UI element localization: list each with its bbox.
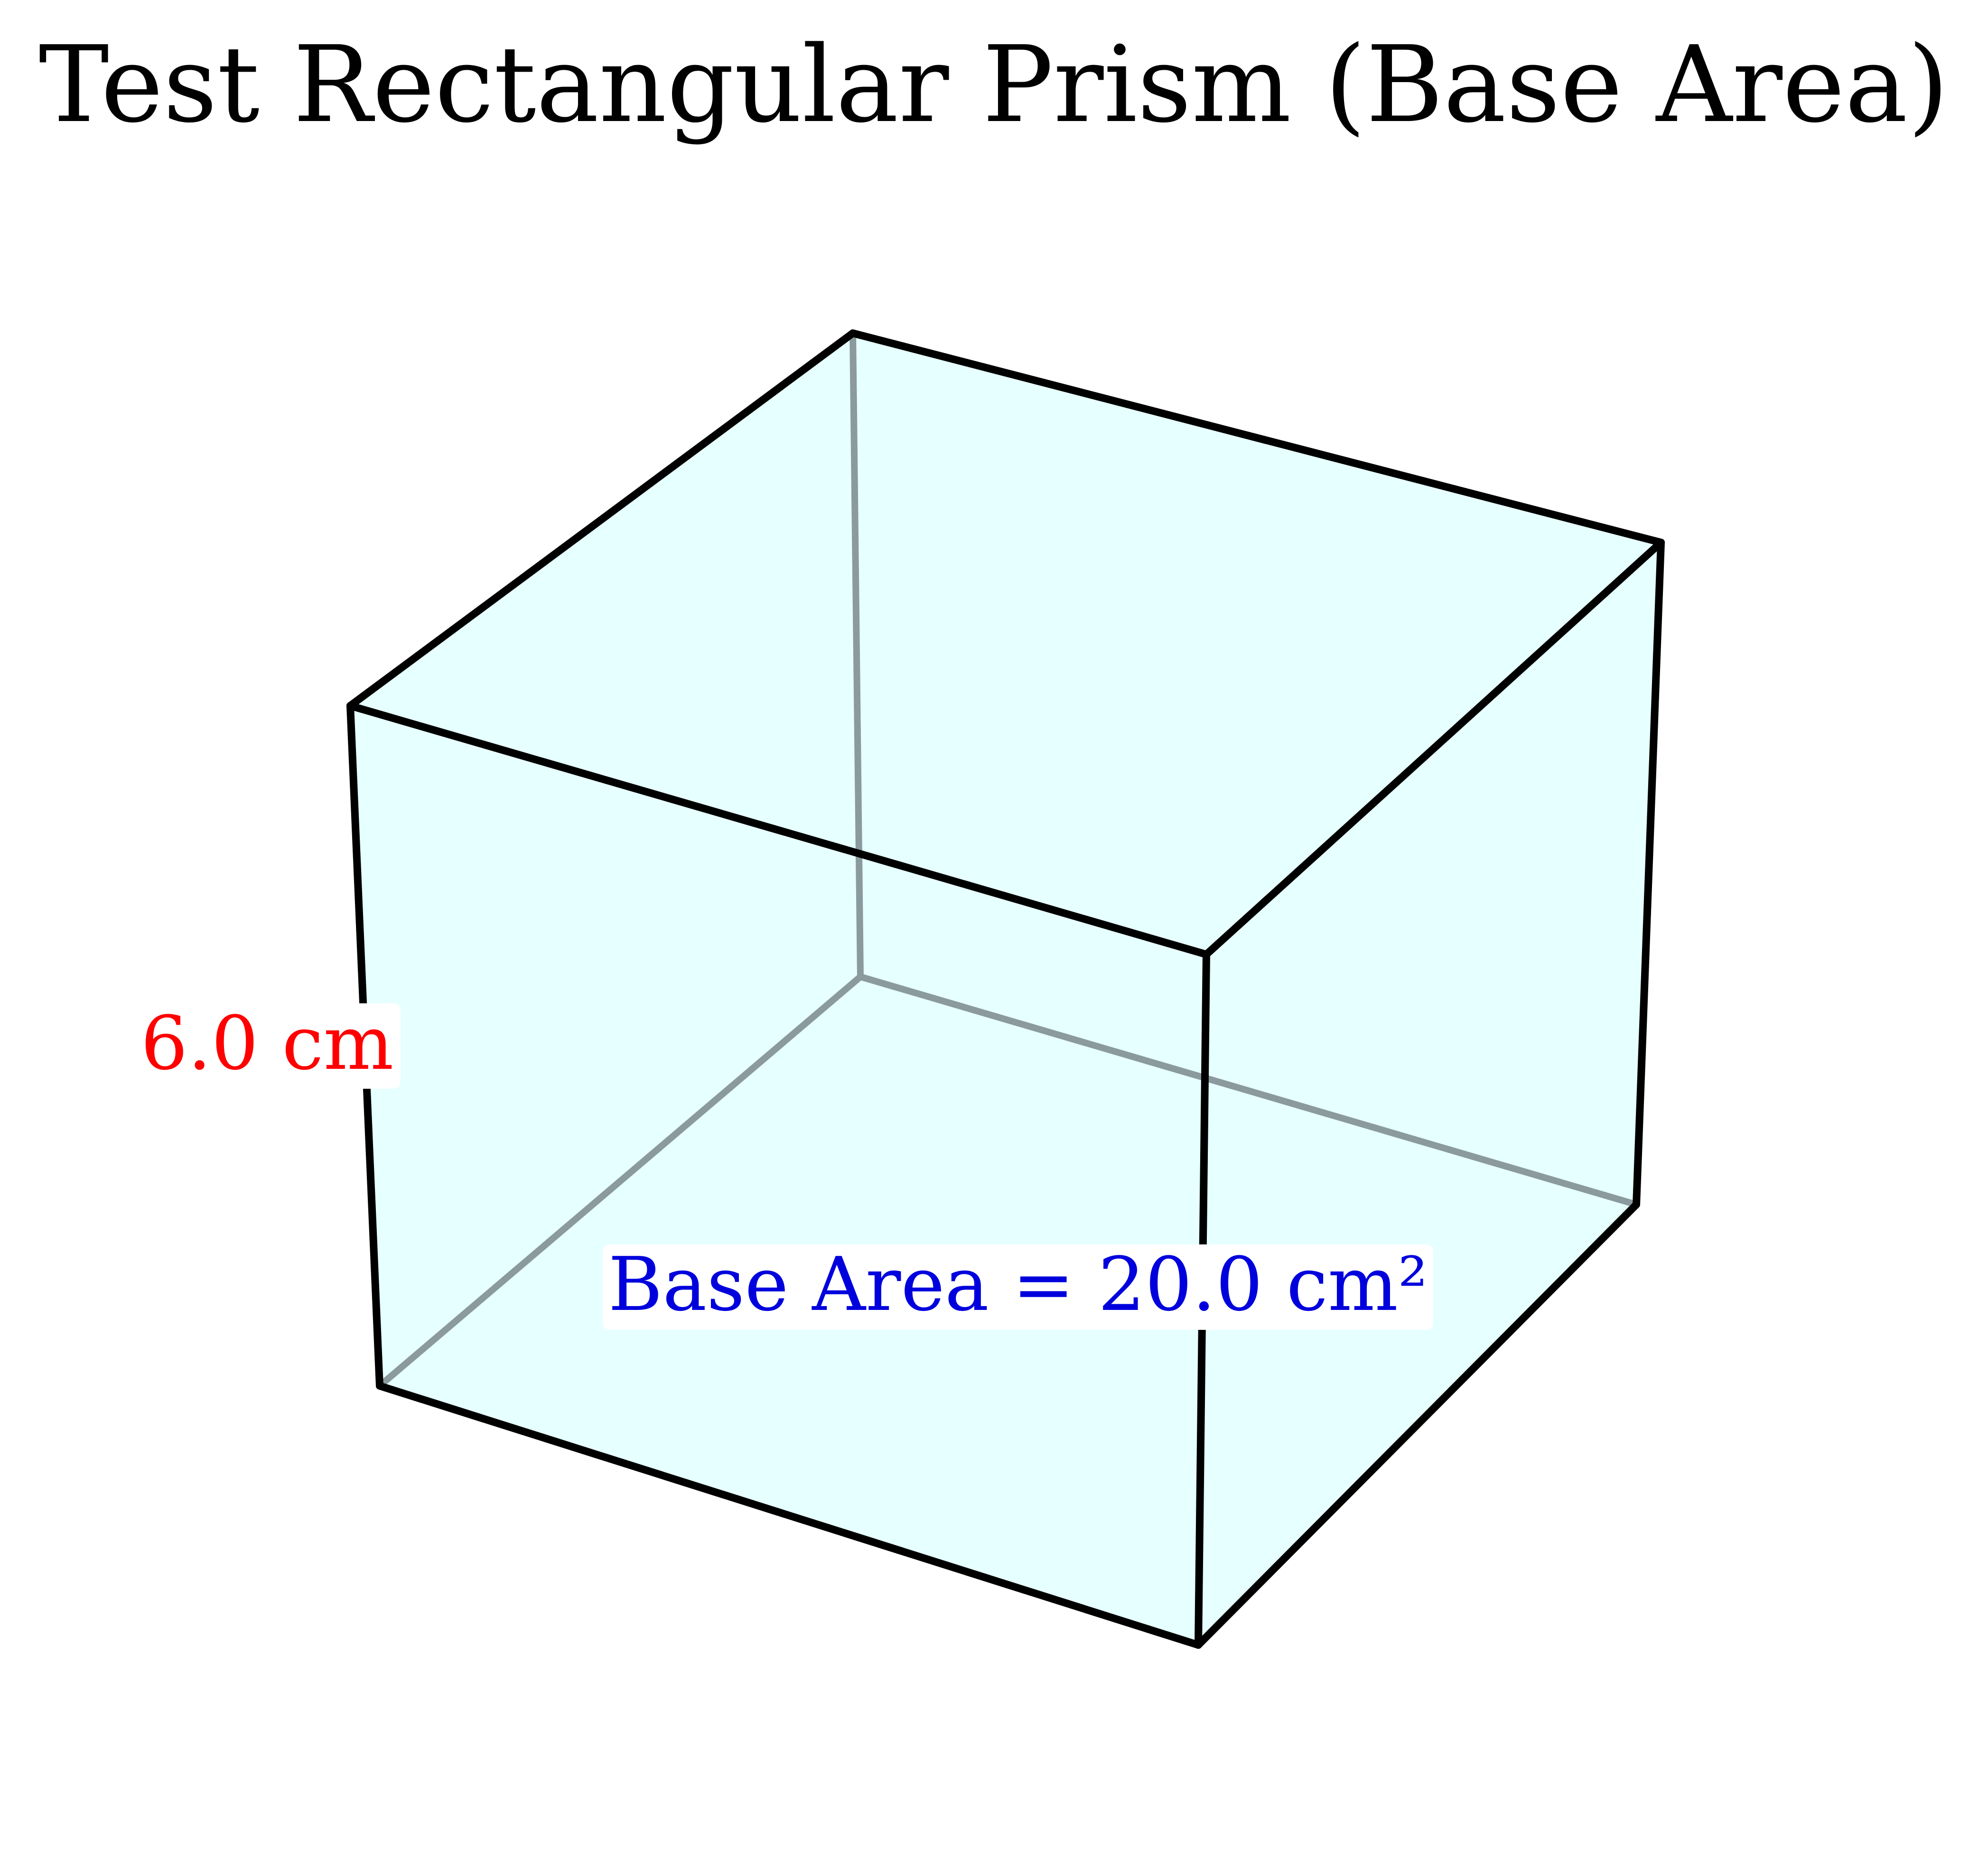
hidden-edges — [376, 330, 1640, 1389]
edge-bottom-front-right — [1195, 1201, 1640, 1649]
height-label-background — [134, 1003, 401, 1089]
front-left-face — [350, 706, 1206, 1645]
hidden-edge-base-left — [376, 973, 864, 1389]
hidden-edge-base-right — [857, 973, 1640, 1208]
edge-top-back-right — [849, 329, 1665, 546]
height-label-text: 6.0 cm — [141, 1000, 394, 1086]
edge-bottom-front-left — [376, 1382, 1202, 1649]
base-area-label: Base Area = 20.0 cm² — [603, 1241, 1433, 1330]
edge-top-back-left — [346, 329, 857, 710]
prism-faces — [350, 333, 1661, 1645]
diagram-title: Test Rectangular Prism (Base Area) — [39, 24, 1949, 146]
hidden-edge-vertical — [849, 330, 864, 980]
edge-top-front-right — [1203, 539, 1665, 958]
base-area-label-background — [603, 1244, 1433, 1330]
height-label: 6.0 cm — [134, 1000, 401, 1089]
visible-edges — [346, 329, 1665, 1649]
edge-top-front-left — [346, 702, 1210, 958]
edge-vertical-right — [1633, 539, 1665, 1208]
base-area-label-text: Base Area = 20.0 cm² — [608, 1241, 1428, 1327]
front-right-face — [1198, 542, 1661, 1645]
